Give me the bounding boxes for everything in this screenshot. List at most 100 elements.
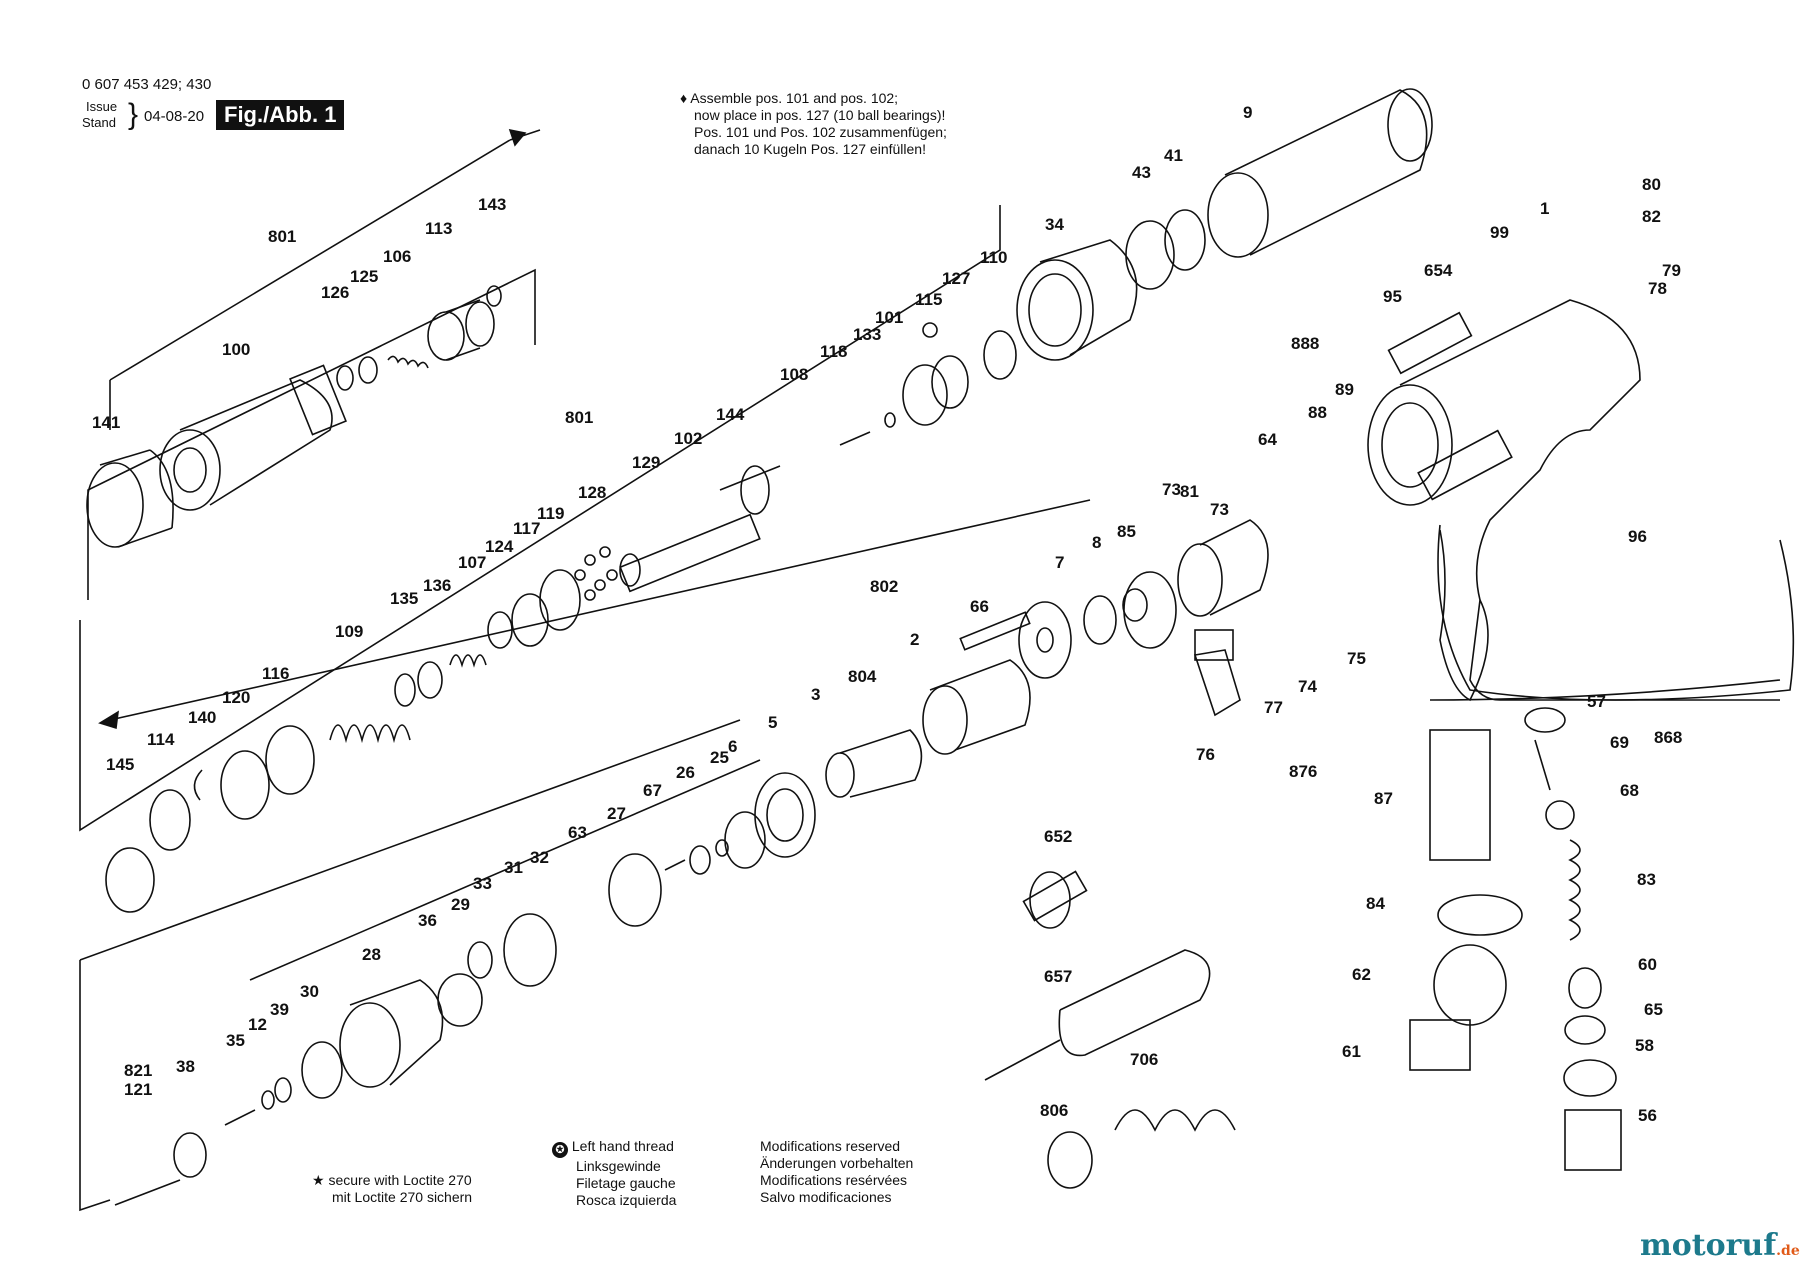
part-110-ring [983, 330, 1017, 380]
part-657-screwdriver [984, 949, 1211, 1081]
callout-802: 802 [870, 577, 898, 596]
callout-804: 804 [848, 667, 877, 686]
callout-135: 135 [390, 589, 418, 608]
callout-115: 115 [915, 290, 942, 309]
callout-34: 34 [1045, 215, 1064, 234]
part-61-nipple [1409, 1019, 1471, 1071]
part-60-strainer [1568, 967, 1602, 1009]
assembly-frame-lower [79, 960, 111, 1212]
callout-73: 73 [1162, 480, 1181, 499]
part-57-ring [1524, 707, 1566, 733]
callout-102: 102 [674, 429, 702, 448]
part-107-spring [449, 654, 487, 668]
figure-label: Fig./Abb. 1 [216, 100, 345, 130]
assembly-frame-middle [79, 205, 1001, 832]
part-821-pin [114, 1179, 181, 1206]
assembly-note-line-1: ♦ Assemble pos. 101 and pos. 102; [680, 90, 899, 106]
callout-101: 101 [875, 308, 903, 327]
callout-888: 888 [1291, 334, 1319, 353]
callout-654: 654 [1424, 261, 1453, 280]
callout-76: 76 [1196, 745, 1215, 764]
part-87-pad [1429, 729, 1491, 861]
part-806-plug [1047, 1131, 1093, 1189]
callout-133: 133 [853, 325, 881, 344]
callout-113: 113 [425, 219, 452, 238]
part-63-plate [608, 853, 662, 927]
issue-label: Issue [86, 99, 118, 114]
part-8-bearing [1083, 595, 1117, 645]
part-12-washer [261, 1090, 275, 1110]
callout-36: 36 [418, 911, 437, 930]
callout-140: 140 [188, 708, 216, 727]
part-136-ring [417, 661, 443, 699]
part-36-washer [437, 973, 483, 1027]
callout-12: 12 [248, 1015, 267, 1034]
callout-85: 85 [1117, 522, 1136, 541]
issue-date: 04-08-20 [144, 108, 205, 125]
callout-95: 95 [1383, 287, 1402, 306]
part-34-nut [1016, 239, 1138, 361]
part-124-ring [487, 611, 513, 649]
assembly-note-line-4: danach 10 Kugeln Pos. 127 einfüllen! [694, 141, 926, 157]
part-9-silencer [1207, 88, 1433, 258]
callout-58: 58 [1635, 1036, 1654, 1055]
assembly-note: ♦ Assemble pos. 101 and pos. 102; now pl… [680, 90, 947, 158]
legend-left-hand-thread: ✪ Left hand thread Linksgewinde Filetage… [552, 1138, 676, 1209]
part-69-pin [1534, 739, 1551, 791]
callout-68: 68 [1620, 781, 1639, 800]
callout-77: 77 [1264, 698, 1283, 717]
callout-143: 143 [478, 195, 506, 214]
part-2-cylinder [922, 659, 1031, 755]
callout-38: 38 [176, 1057, 195, 1076]
callout-43: 43 [1132, 163, 1151, 182]
callout-64: 64 [1258, 430, 1277, 449]
part-43-ring [1125, 220, 1175, 290]
callout-67: 67 [643, 781, 662, 800]
part-100-housing [159, 364, 347, 511]
part-126-ring [336, 365, 354, 391]
part-108-spring [719, 465, 781, 491]
callout-74: 74 [1298, 677, 1317, 696]
callout-89: 89 [1335, 380, 1354, 399]
callout-41: 41 [1164, 146, 1183, 165]
part-27-carrier [503, 913, 557, 987]
part-68-valve [1545, 800, 1575, 830]
part-85-plate [1122, 588, 1148, 622]
callout-126: 126 [321, 283, 349, 302]
part-28-ring-gear [339, 979, 444, 1088]
part-41-ring [1164, 209, 1206, 271]
callout-110: 110 [980, 248, 1007, 267]
callout-100: 100 [222, 340, 250, 359]
part-number: 0 607 453 429; 430 [82, 76, 212, 93]
callout-33: 33 [473, 874, 492, 893]
watermark-logo: motoruf.de [1640, 1228, 1800, 1263]
part-101-coupling [902, 355, 969, 426]
callout-99: 99 [1490, 223, 1509, 242]
callout-801: 801 [268, 227, 296, 246]
assembly-note-line-2: now place in pos. 127 (10 ball bearings)… [694, 107, 946, 123]
callout-9: 9 [1243, 103, 1252, 122]
part-66-vane [959, 611, 1031, 651]
callout-57: 57 [1587, 692, 1606, 711]
callout-106: 106 [383, 247, 411, 266]
part-95-plate [1387, 311, 1473, 375]
callout-116: 116 [262, 664, 289, 683]
part-114-bearing [149, 789, 191, 851]
callout-136: 136 [423, 576, 451, 595]
callout-118: 118 [820, 342, 847, 361]
part-3-rotor [825, 729, 923, 798]
callout-56: 56 [1638, 1106, 1657, 1125]
callout-114: 114 [147, 730, 175, 749]
star-icon: ★ [312, 1172, 325, 1188]
part-141-sleeve [86, 462, 144, 548]
callout-107: 107 [458, 553, 486, 572]
part-116-carrier [265, 725, 315, 795]
callout-27: 27 [607, 804, 626, 823]
part-76-trigger [1193, 649, 1241, 717]
part-26-screw [689, 845, 711, 875]
callout-61: 61 [1342, 1042, 1361, 1061]
part-120-gear [220, 750, 270, 820]
callout-73: 73 [1210, 500, 1229, 519]
part-118-pin [839, 431, 871, 446]
